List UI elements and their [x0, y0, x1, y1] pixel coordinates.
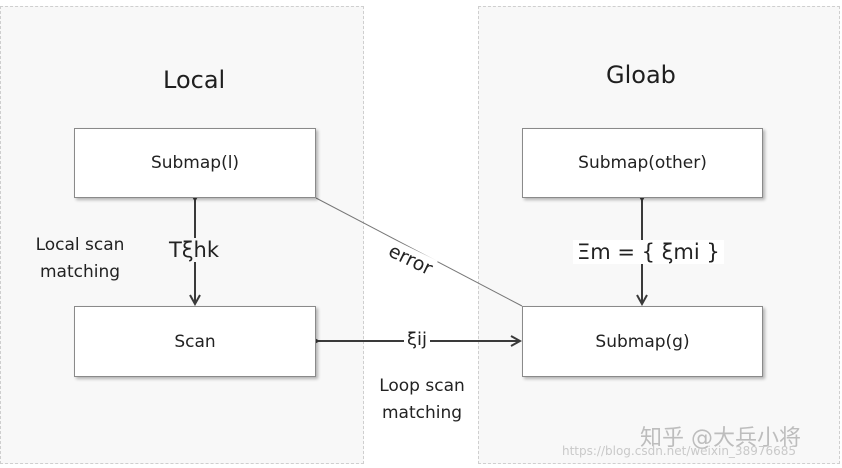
- submap-l-label: Submap(l): [150, 153, 240, 173]
- local-scan-matching-label: Local scan matching: [35, 235, 125, 282]
- submap-g-label: Submap(g): [595, 331, 690, 352]
- global-relation-label: Ξm = { ξmi }: [573, 240, 724, 264]
- local-panel: [0, 6, 364, 464]
- scan-label: Scan: [174, 331, 216, 352]
- submap-other-box: Submap(other): [522, 128, 763, 198]
- watermark: 知乎 @大兵小将: [640, 426, 801, 451]
- scan-box: Scan: [74, 306, 316, 377]
- local-relation-label: Tξhk: [166, 238, 223, 262]
- loop-scan-matching-label: Loop scan matching: [379, 376, 465, 423]
- submap-g-box: Submap(g): [522, 306, 763, 377]
- submap-other-label: Submap(other): [578, 153, 707, 173]
- global-panel: [478, 6, 840, 464]
- loop-relation-label: ξij: [404, 329, 431, 350]
- submap-l-box: Submap(l): [74, 128, 316, 198]
- local-title: Local: [163, 66, 226, 94]
- global-title: Gloab: [606, 61, 676, 89]
- watermark-url: https://blog.csdn.net/weixin_38976685: [562, 444, 797, 458]
